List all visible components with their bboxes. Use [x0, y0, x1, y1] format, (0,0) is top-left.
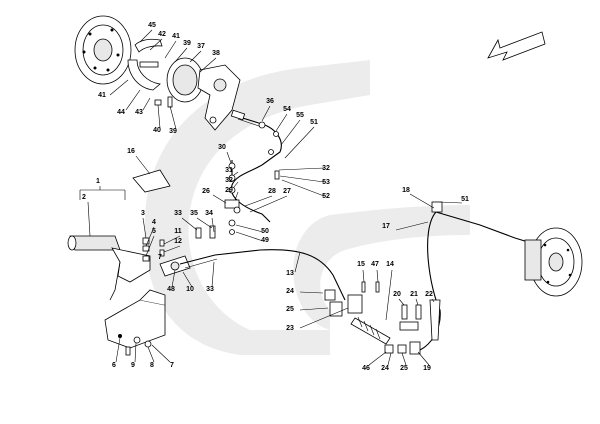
part-callout-11: 11 [174, 228, 182, 235]
part-callout-55: 55 [296, 112, 304, 119]
part-callout-5: 5 [152, 228, 156, 235]
main-cable [179, 249, 346, 301]
part-callout-47: 47 [371, 261, 379, 268]
part-callout-34: 34 [205, 210, 213, 217]
center-link [159, 217, 216, 288]
part-callout-22: 22 [425, 291, 433, 298]
hub-carrier [197, 64, 241, 131]
tension-spring [350, 269, 393, 345]
part-callout-9: 9 [131, 362, 135, 369]
part-callout-18: 18 [402, 187, 410, 194]
part-callout-25b: 25 [400, 365, 408, 372]
part-callout-48: 48 [167, 286, 175, 293]
brake-shoe [127, 38, 163, 91]
part-callout-13: 13 [286, 270, 294, 277]
arrow-down-left-icon [487, 31, 546, 61]
part-callout-39b: 39 [169, 128, 177, 135]
part-callout-43: 43 [135, 109, 143, 116]
part-callout-39a: 39 [183, 40, 191, 47]
part-callout-53: 53 [322, 179, 330, 186]
part-callout-30: 30 [218, 144, 226, 151]
part-callout-51b: 51 [461, 196, 469, 203]
part-callout-2: 2 [82, 194, 86, 201]
part-callout-14: 14 [386, 261, 394, 268]
brake-disc-right [524, 227, 583, 297]
lower-right-fixings [368, 298, 441, 366]
part-callout-44: 44 [117, 109, 125, 116]
part-callout-54: 54 [283, 106, 291, 113]
part-callout-10: 10 [186, 286, 194, 293]
part-callout-31: 31 [225, 167, 233, 174]
part-callout-25: 25 [286, 306, 294, 313]
part-callout-42: 42 [158, 31, 166, 38]
part-callout-26: 26 [202, 188, 210, 195]
part-callout-7: 7 [158, 254, 162, 261]
cable-bracket [299, 289, 363, 329]
handbrake-lever [67, 186, 155, 301]
lever-cover [132, 155, 171, 193]
leaders-top [109, 29, 217, 130]
part-callout-17: 17 [382, 223, 390, 230]
part-callout-29: 29 [225, 187, 233, 194]
part-callout-46: 46 [362, 365, 370, 372]
part-callout-16: 16 [127, 148, 135, 155]
part-callout-3: 3 [141, 210, 145, 217]
part-callout-21: 21 [410, 291, 418, 298]
lever-mount-bracket [104, 289, 171, 363]
part-callout-23: 23 [286, 325, 294, 332]
upper-cable [230, 105, 325, 197]
part-callout-32a: 32 [225, 177, 233, 184]
part-callout-19: 19 [423, 365, 431, 372]
part-callout-28: 28 [268, 188, 276, 195]
equalizer-cable [212, 151, 288, 242]
part-callout-41b: 41 [98, 92, 106, 99]
part-callout-1: 1 [96, 178, 100, 185]
part-callout-27: 27 [283, 188, 291, 195]
part-callout-4: 4 [152, 219, 156, 226]
part-callout-38: 38 [212, 50, 220, 57]
part-callout-8: 8 [150, 362, 154, 369]
part-callout-36: 36 [266, 98, 274, 105]
part-callout-37: 37 [197, 43, 205, 50]
brake-disc-top [74, 15, 132, 85]
part-callout-45: 45 [148, 22, 156, 29]
part-callout-35: 35 [190, 210, 198, 217]
part-callout-41a: 41 [172, 33, 180, 40]
part-callout-50: 50 [261, 228, 269, 235]
part-callout-7b: 7 [170, 362, 174, 369]
part-callout-20: 20 [393, 291, 401, 298]
part-callout-32b: 32 [322, 165, 330, 172]
watermark-shape [144, 60, 470, 355]
backing-plate [166, 57, 204, 103]
part-callout-49: 49 [261, 237, 269, 244]
part-callout-40: 40 [153, 127, 161, 134]
part-callout-33a: 33 [174, 210, 182, 217]
part-callout-24a: 24 [286, 288, 294, 295]
part-callout-51a: 51 [310, 119, 318, 126]
part-callout-52: 52 [322, 193, 330, 200]
part-callout-24b: 24 [381, 365, 389, 372]
part-callout-15: 15 [357, 261, 365, 268]
part-callout-6: 6 [112, 362, 116, 369]
part-callout-12: 12 [174, 238, 182, 245]
part-callout-33b: 33 [206, 286, 214, 293]
